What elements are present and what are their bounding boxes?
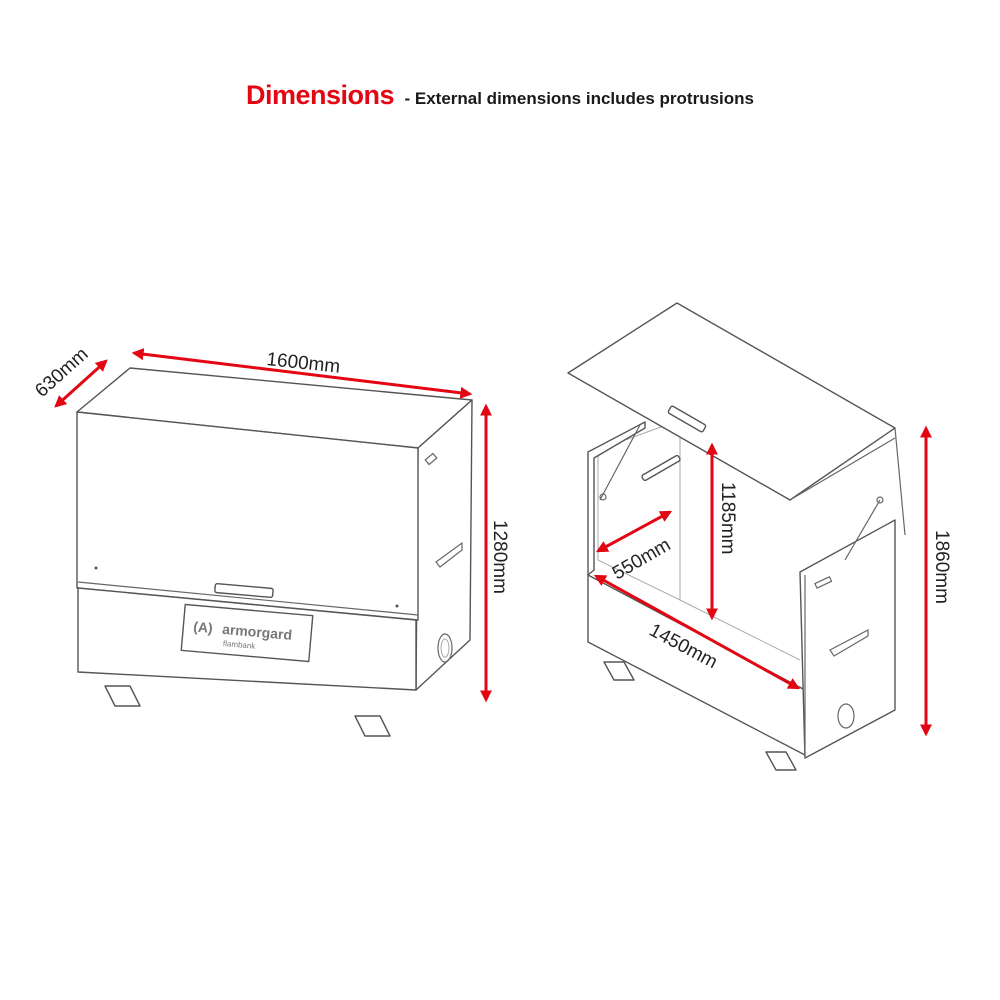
height-label: 1280mm [489, 520, 510, 594]
width-label: 1600mm [265, 349, 341, 378]
title-subtitle: - External dimensions includes protrusio… [404, 89, 754, 108]
open-height-label: 1860mm [931, 530, 952, 604]
foot-right [354, 715, 391, 737]
title-main: Dimensions [245, 80, 395, 110]
open-foot-left [603, 661, 635, 681]
side-vent-icon [437, 633, 453, 663]
closed-box-lid-front [76, 411, 419, 621]
open-box-drawing: 1450mm 550mm 1185mm 1860mm [567, 302, 952, 771]
internal-height-label: 1185mm [717, 482, 738, 555]
open-box-lid [567, 302, 896, 501]
brand-name: armorgard [222, 621, 293, 643]
model-name: flambank [223, 639, 257, 651]
foot-left [104, 685, 141, 707]
open-side-vent-icon [837, 703, 855, 729]
gas-strut-right [844, 499, 881, 561]
width-arrow [131, 348, 473, 399]
closed-box-drawing: (A) armorgard flambank 1600mm 630mm 1280… [31, 344, 510, 737]
depth-arrow [54, 359, 108, 408]
internal-depth-arrow [595, 510, 673, 553]
depth-label: 630mm [31, 344, 92, 402]
internal-depth-label: 550mm [609, 534, 674, 584]
internal-width-arrow [593, 574, 801, 690]
side-handle [435, 541, 463, 568]
open-foot-right [765, 751, 797, 771]
closed-box-side [415, 399, 473, 691]
open-side-handle [829, 629, 869, 657]
brand-plate: (A) armorgard flambank [180, 603, 314, 663]
gas-strut-left [599, 424, 641, 501]
lid-handle [214, 582, 274, 599]
page-title: Dimensions - External dimensions include… [0, 80, 1000, 111]
open-lid-handle [667, 405, 707, 433]
brand-logo-icon: (A) [193, 618, 214, 636]
